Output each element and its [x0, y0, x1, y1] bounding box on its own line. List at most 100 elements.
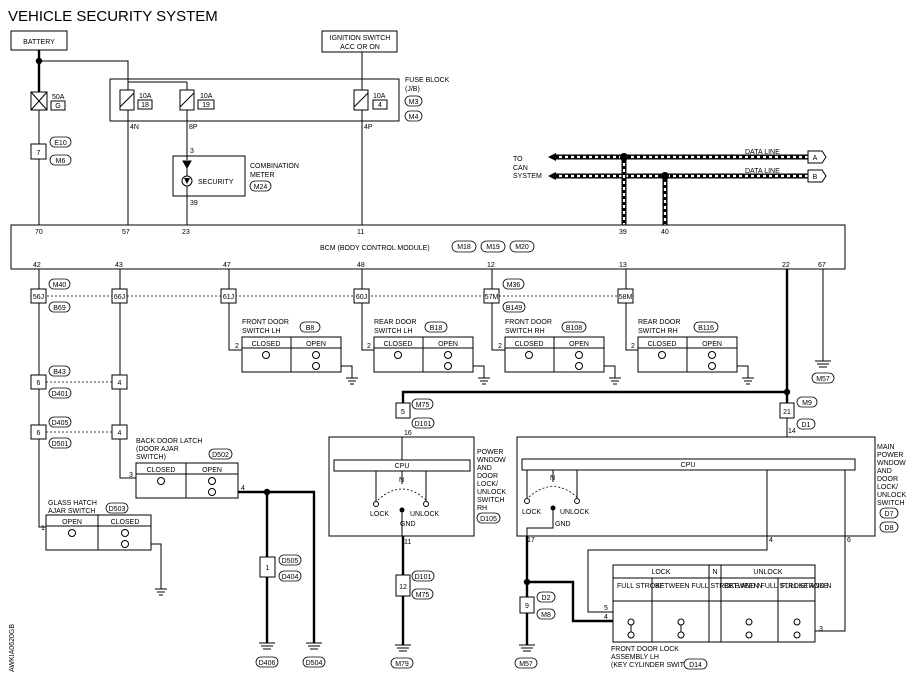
svg-text:GND: GND: [555, 521, 571, 528]
svg-text:WNDOW: WNDOW: [477, 457, 506, 464]
svg-text:14: 14: [788, 428, 796, 435]
front-door-switch-rh: FRONT DOOR SWITCH RH B108 CLOSED OPEN 2: [498, 319, 605, 373]
svg-text:D401: D401: [52, 391, 69, 398]
svg-text:47: 47: [223, 262, 231, 269]
svg-text:1: 1: [266, 565, 270, 572]
svg-text:D7: D7: [885, 511, 894, 518]
svg-text:WNDOW: WNDOW: [877, 460, 906, 467]
svg-text:4: 4: [604, 614, 608, 621]
svg-text:B149: B149: [506, 305, 522, 312]
power-window-switch-rh: 5 M75 D101 16 CPU N LOCK UNLOCK GND POWE…: [328, 398, 507, 546]
svg-text:10A: 10A: [200, 93, 213, 100]
svg-text:SWITCH RH: SWITCH RH: [505, 328, 545, 335]
svg-text:4: 4: [118, 380, 122, 387]
front-door-switch-lh: FRONT DOOR SWITCH LH B8 CLOSED OPEN 2: [235, 319, 342, 373]
svg-text:57: 57: [122, 229, 130, 236]
connector-e10: [49, 136, 72, 148]
key-cyl-col: FULL STROKE: [617, 583, 665, 590]
bcm-module: 70 57 23 11 39 40 BCM (BODY CONTROL MODU…: [10, 224, 846, 270]
svg-text:2: 2: [631, 343, 635, 350]
svg-text:(J/B): (J/B): [405, 86, 420, 93]
svg-text:REAR DOOR: REAR DOOR: [638, 319, 680, 326]
back-door-latch: BACK DOOR LATCH (DOOR AJAR SWITCH) D502 …: [129, 438, 245, 499]
svg-text:D406: D406: [259, 660, 276, 667]
svg-text:OPEN: OPEN: [62, 519, 82, 526]
svg-text:SWITCH): SWITCH): [136, 454, 166, 461]
svg-text:SWITCH: SWITCH: [877, 500, 905, 507]
svg-text:4: 4: [118, 430, 122, 437]
svg-text:OPEN: OPEN: [438, 341, 458, 348]
combination-meter: 3 SECURITY COMBINATION METER M24 39: [172, 148, 299, 207]
diagram-title: VEHICLE SECURITY SYSTEM: [8, 8, 218, 25]
svg-text:UNLOCK: UNLOCK: [877, 492, 907, 499]
svg-text:2: 2: [498, 343, 502, 350]
svg-text:7: 7: [37, 150, 41, 157]
key-cyl-col: BETWEEN FULL STROKE AND N: [724, 583, 831, 590]
svg-text:M24: M24: [254, 184, 268, 191]
svg-text:4N: 4N: [130, 124, 139, 131]
svg-text:G: G: [55, 103, 60, 110]
svg-text:(DOOR AJAR: (DOOR AJAR: [136, 446, 179, 453]
svg-text:D405: D405: [52, 420, 69, 427]
svg-text:M75: M75: [416, 592, 430, 599]
svg-text:LOCK/: LOCK/: [477, 481, 498, 488]
svg-text:SWITCH: SWITCH: [477, 497, 505, 504]
svg-text:2: 2: [235, 343, 239, 350]
glass-hatch-ajar-switch: GLASS HATCH AJAR SWITCH D503 OPEN CLOSED…: [41, 500, 152, 551]
svg-text:3: 3: [190, 148, 194, 155]
svg-text:GND: GND: [400, 521, 416, 528]
battery: BATTERY: [10, 30, 68, 51]
svg-text:CPU: CPU: [395, 463, 410, 470]
svg-text:N: N: [550, 475, 555, 482]
svg-text:6: 6: [847, 537, 851, 544]
svg-text:M8: M8: [541, 612, 551, 619]
svg-text:M4: M4: [409, 114, 419, 121]
svg-text:COMBINATION: COMBINATION: [250, 163, 299, 170]
svg-text:OPEN: OPEN: [569, 341, 589, 348]
connector-pin: [259, 556, 276, 578]
svg-text:18: 18: [141, 102, 149, 109]
svg-text:D14: D14: [689, 662, 702, 669]
key-cylinder-switch: LOCK N UNLOCK FULL STROKE BETWEEN FULL S…: [604, 564, 831, 670]
svg-text:LOCK: LOCK: [522, 509, 541, 516]
svg-text:M79: M79: [395, 661, 409, 668]
svg-text:M57: M57: [519, 661, 533, 668]
svg-text:SECURITY: SECURITY: [198, 179, 234, 186]
svg-text:LOCK: LOCK: [370, 511, 389, 518]
svg-text:E10: E10: [54, 140, 67, 147]
svg-text:D2: D2: [542, 595, 551, 602]
svg-text:MAIN: MAIN: [877, 444, 895, 451]
svg-text:SWITCH RH: SWITCH RH: [638, 328, 678, 335]
svg-text:40: 40: [661, 229, 669, 236]
svg-text:BACK DOOR LATCH: BACK DOOR LATCH: [136, 438, 202, 445]
svg-text:13: 13: [619, 262, 627, 269]
svg-text:M57: M57: [816, 376, 830, 383]
svg-text:OPEN: OPEN: [306, 341, 326, 348]
rear-door-switch-lh: REAR DOOR SWITCH LH B18 CLOSED OPEN 2: [367, 319, 474, 373]
svg-text:UNLOCK: UNLOCK: [410, 511, 440, 518]
connector-pin: [395, 574, 411, 597]
svg-text:19: 19: [202, 102, 210, 109]
svg-text:61J: 61J: [223, 294, 234, 301]
svg-text:UNLOCK: UNLOCK: [560, 509, 590, 516]
svg-text:67: 67: [818, 262, 826, 269]
fuse-block: FUSE BLOCK (J/B) M3 M4 10A 18 10A 19 10A…: [109, 77, 450, 122]
svg-text:DOOR: DOOR: [877, 476, 898, 483]
key-cyl-col: BETWEEN FULL STROKE AND N: [655, 583, 762, 590]
svg-text:D504: D504: [306, 660, 323, 667]
svg-text:N: N: [399, 477, 404, 484]
svg-text:D503: D503: [109, 506, 126, 513]
svg-text:4: 4: [241, 485, 245, 492]
svg-text:39: 39: [190, 200, 198, 207]
svg-text:57M: 57M: [485, 294, 499, 301]
svg-text:D501: D501: [52, 441, 69, 448]
svg-text:D505: D505: [282, 558, 299, 565]
ground-d504: [302, 656, 326, 668]
svg-text:BATTERY: BATTERY: [23, 39, 55, 46]
svg-text:M3: M3: [409, 99, 419, 106]
svg-text:11: 11: [357, 229, 364, 236]
diagram-code: AWKIA0620GB: [9, 624, 16, 672]
svg-text:B43: B43: [53, 369, 66, 376]
svg-text:D404: D404: [282, 574, 299, 581]
